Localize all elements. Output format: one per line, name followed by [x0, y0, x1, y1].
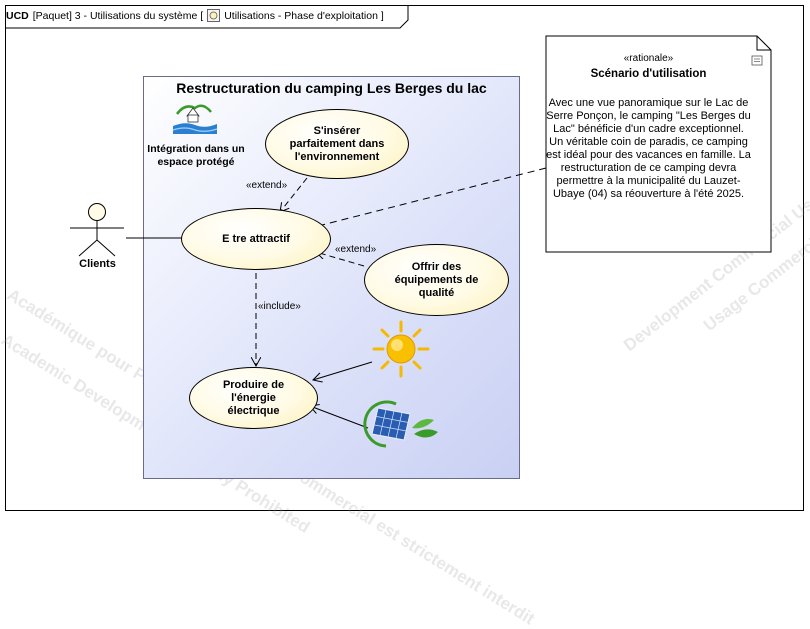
bracket-open: [ — [200, 9, 204, 22]
usecase-etre-attractif[interactable]: E tre attractif — [181, 208, 331, 270]
extend-label-2: «extend» — [335, 244, 377, 255]
note-body: Avec une vue panoramique sur le Lac de S… — [546, 97, 751, 200]
landscape-logo-icon — [172, 104, 218, 134]
solar-link — [310, 406, 369, 429]
extend-label-1: «extend» — [246, 180, 288, 191]
bracket-close: ] — [380, 9, 384, 22]
actor-name: Clients — [79, 258, 116, 270]
note-content: «rationale» Scénario d'utilisation Avec … — [546, 52, 751, 201]
sun-icon — [372, 320, 430, 378]
diagram-type: UCD — [6, 9, 29, 22]
note-anchor-line — [317, 167, 547, 227]
owner-name: 3 - Utilisations du système — [74, 9, 198, 22]
diagram-name: Utilisations - Phase d'exploitation — [224, 9, 378, 22]
solar-panel-icon — [363, 400, 438, 448]
diagram-frame — [5, 5, 804, 511]
connectors — [126, 167, 547, 429]
system-title: Restructuration du camping Les Berges du… — [176, 80, 487, 96]
environment-label: Intégration dans un espace protégé — [147, 143, 245, 168]
usecase-inserer-environnement[interactable]: S'insérer parfaitement dans l'environnem… — [265, 109, 409, 179]
actor-clients-icon[interactable] — [0, 0, 810, 516]
rationale-note[interactable] — [0, 0, 810, 516]
include-label: «include» — [258, 301, 301, 312]
note-icon — [751, 55, 763, 66]
note-stereotype: «rationale» — [623, 53, 674, 64]
diagram-icon — [207, 9, 221, 22]
usecase-produire-energie[interactable]: Produire de l'énergie électrique — [189, 367, 318, 429]
extend-equipements-line — [316, 252, 365, 267]
sun-link — [313, 361, 373, 380]
header-tab-shape — [5, 5, 409, 29]
extend-inserer-line — [280, 177, 308, 212]
note-title: Scénario d'utilisation — [590, 68, 707, 80]
usecase-offrir-equipements[interactable]: Offrir des équipements de qualité — [364, 244, 509, 316]
diagram-header: UCD [Paquet] 3 - Utilisations du système… — [6, 9, 384, 22]
owner-kind: [Paquet] — [32, 9, 72, 22]
